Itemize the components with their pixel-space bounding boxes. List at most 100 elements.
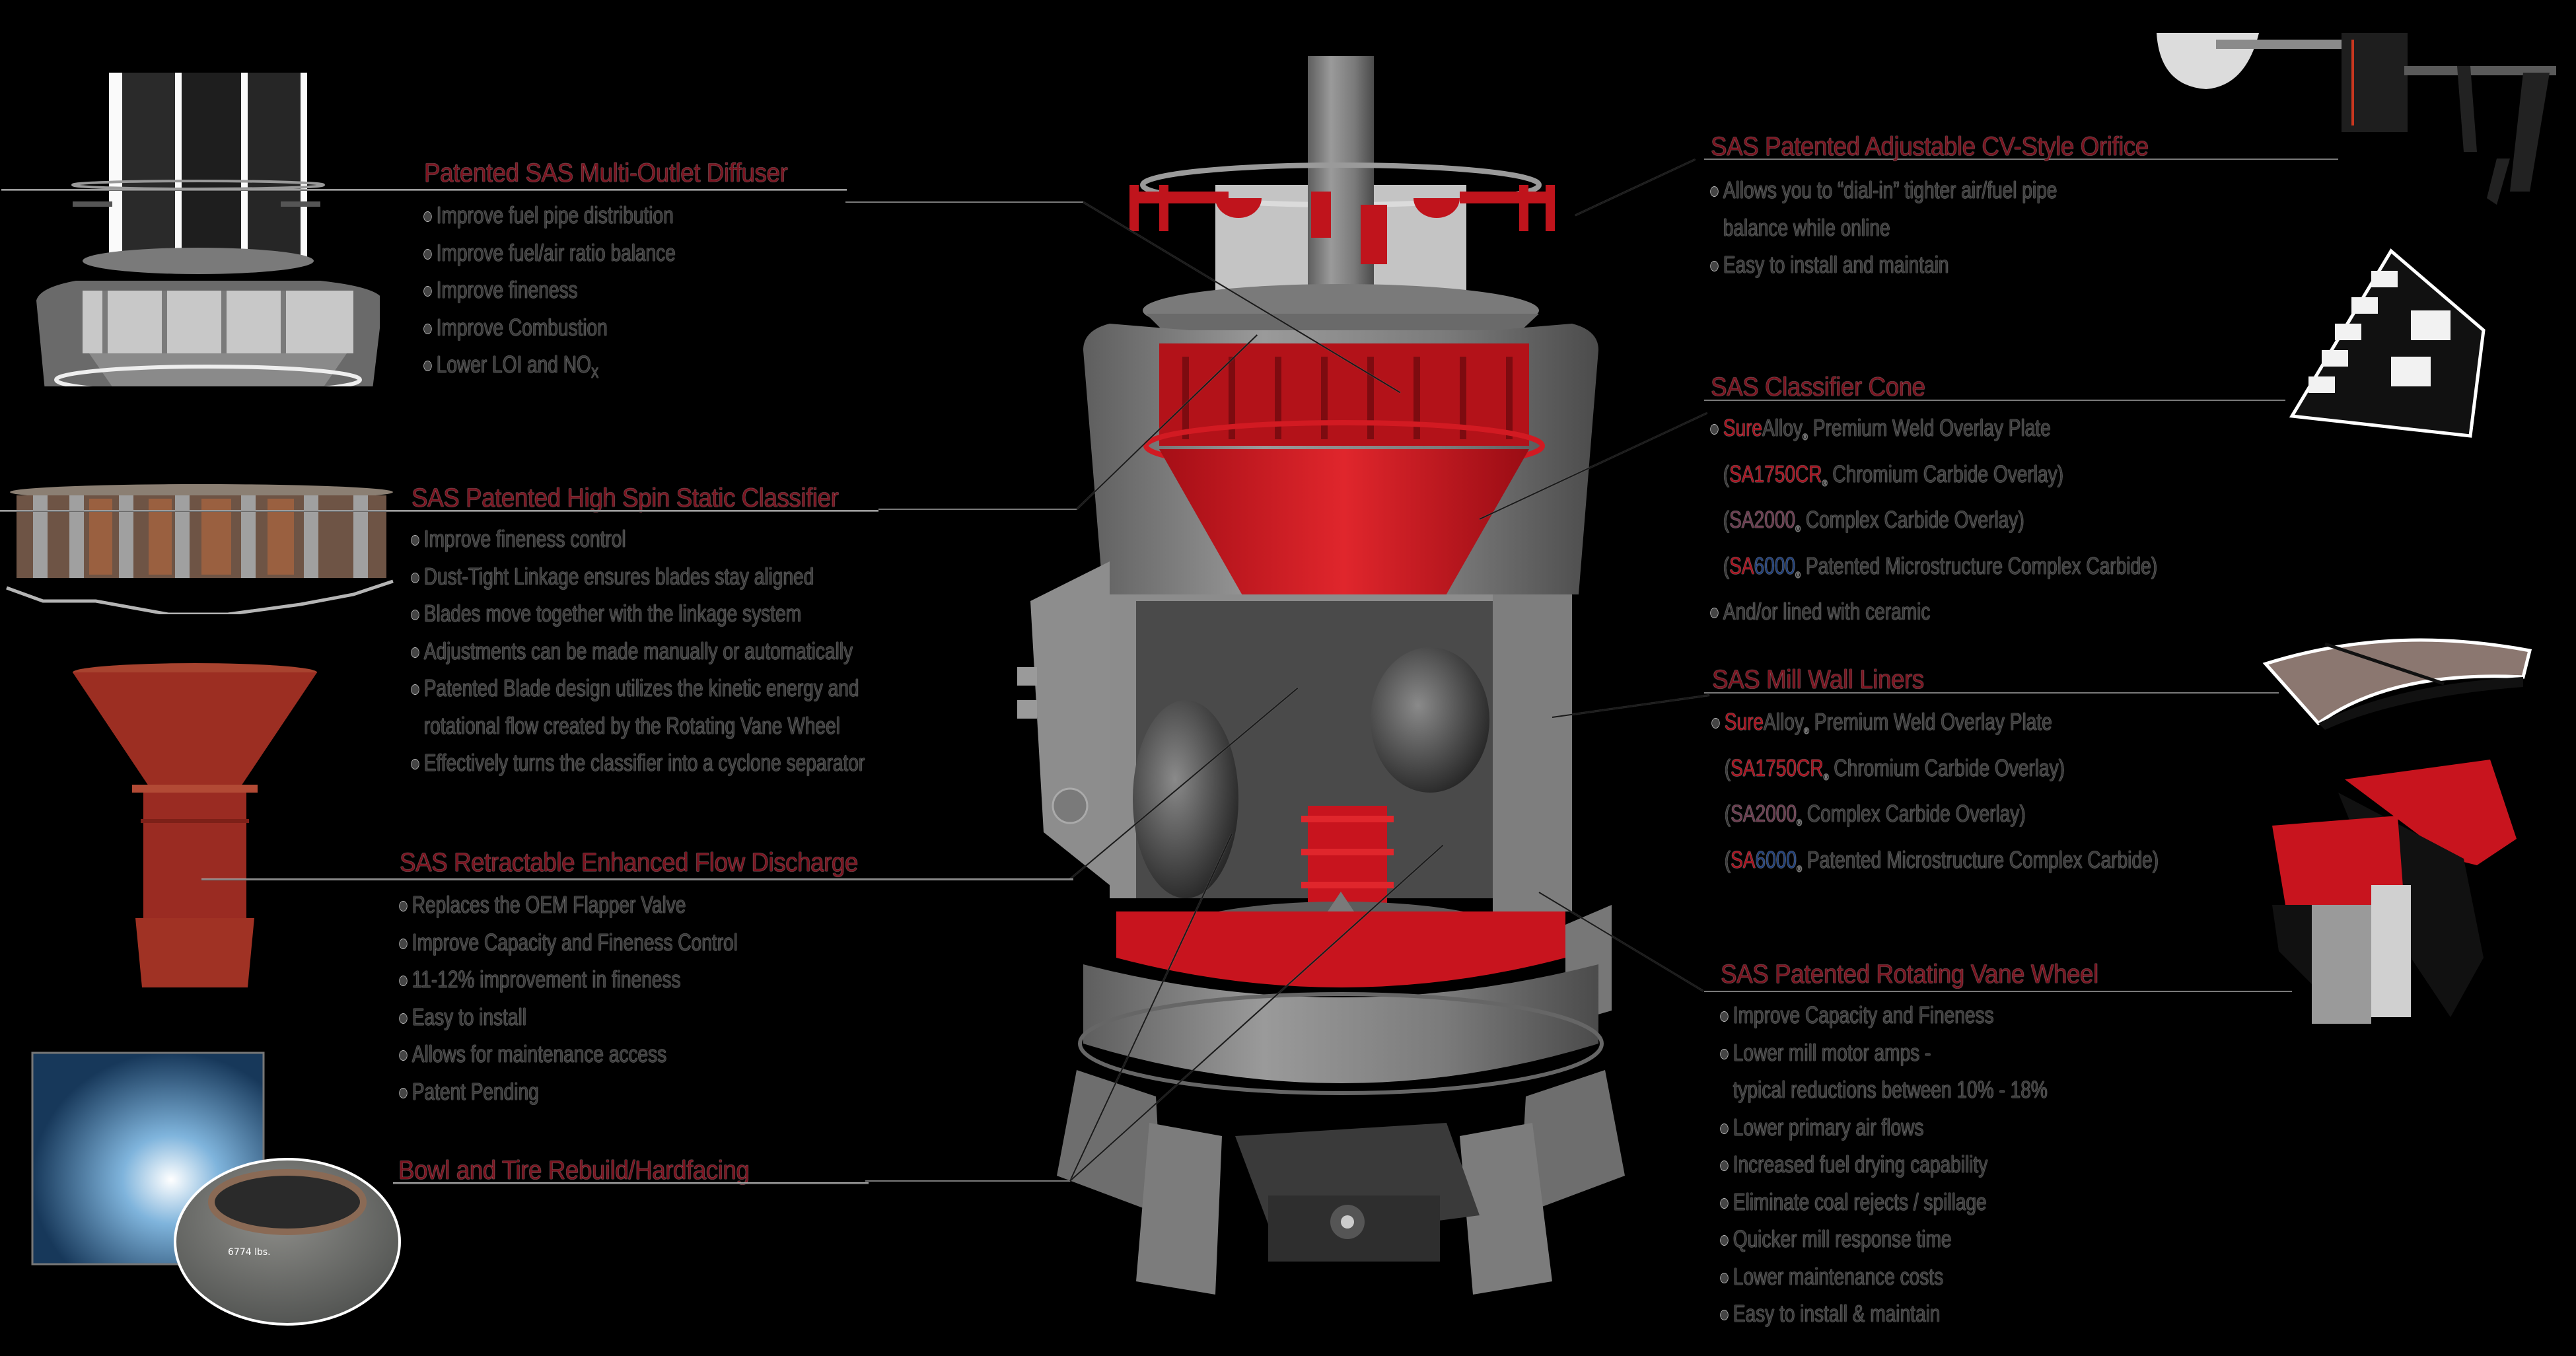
bullet-item: Lower LOI and NOX xyxy=(424,346,733,392)
material-sa1750cr: (SA1750CR® Chromium Carbide Overlay) xyxy=(1723,460,2063,488)
bullet-dot-icon xyxy=(1721,1124,1728,1133)
bullet-continuation: balance while online xyxy=(1723,213,1890,241)
bullet-dot-icon xyxy=(1712,719,1719,729)
bullet-dot-icon xyxy=(411,647,419,657)
diffuser-underline xyxy=(1,189,847,191)
bullet-dot-icon xyxy=(400,939,407,948)
bowl-tire-thumbnail: 6774 lbs. xyxy=(30,1050,413,1328)
diffuser-callout: Patented SAS Multi-Outlet Diffuser Impro… xyxy=(1,156,847,392)
bullet-continuation: typical reductions between 10% - 18% xyxy=(1733,1076,2048,1103)
bowl-tire-title: Bowl and Tire Rebuild/Hardfacing xyxy=(398,1156,750,1185)
mill-cutaway-illustration xyxy=(1017,53,1731,1308)
bullet-dot-icon xyxy=(1711,262,1718,271)
classifier-bullets: Improve fineness control Dust-Tight Link… xyxy=(411,520,993,782)
bullet-item: And/or lined with ceramic xyxy=(1711,593,2157,631)
bullet-dot-icon xyxy=(1711,608,1718,618)
classifier-underline xyxy=(0,510,878,512)
bowl-tire-underline xyxy=(393,1182,869,1184)
discharge-title: SAS Retractable Enhanced Flow Discharge xyxy=(400,848,858,877)
bullet-dot-icon xyxy=(400,1088,407,1098)
bullet-item: Improve Combustion xyxy=(424,309,733,347)
material-sa6000: (SA6000® Patented Microstructure Complex… xyxy=(1723,552,2158,580)
diffuser-pointer-line xyxy=(845,201,1083,203)
bullet-item: Adjustments can be made manually or auto… xyxy=(411,633,865,670)
orifice-thumbnail xyxy=(2153,26,2576,205)
bullet-dot-icon xyxy=(411,760,419,769)
liners-pointer-line xyxy=(1704,692,2279,694)
bullet-item: Easy to install xyxy=(400,999,788,1036)
classifier-cone-bullets: SureAlloy® Premium Weld Overlay Plate (S… xyxy=(1711,410,2283,631)
bullet-item: Dust-Tight Linkage ensures blades stay a… xyxy=(411,558,865,596)
bullet-item: Easy to install & maintain xyxy=(1721,1295,2048,1333)
vane-wheel-pointer-line xyxy=(1704,991,2292,992)
orifice-callout: SAS Patented Adjustable CV-Style Orifice… xyxy=(1711,129,2186,284)
bullet-dot-icon xyxy=(1721,1049,1728,1059)
bullet-item: Improve fineness control xyxy=(411,520,865,558)
bullet-dot-icon xyxy=(1721,1012,1728,1022)
classifier-callout: SAS Patented High Spin Static Classifier… xyxy=(0,481,993,782)
classifier-pointer-line xyxy=(878,509,1077,510)
material-sa6000: (SA6000® Patented Microstructure Complex… xyxy=(1724,845,2159,874)
bowl-tire-callout: Bowl and Tire Rebuild/Hardfacing xyxy=(393,1153,869,1188)
bullet-dot-icon xyxy=(400,1051,407,1061)
diffuser-title: Patented SAS Multi-Outlet Diffuser xyxy=(424,159,788,188)
bullet-dot-icon xyxy=(411,685,419,695)
bullet-item: 11-12% improvement in fineness xyxy=(400,961,788,999)
bullet-item: SureAlloy® Premium Weld Overlay Plate xyxy=(1712,703,2159,750)
bullet-item: Replaces the OEM Flapper Valve xyxy=(400,886,788,924)
bowl-pointer-line xyxy=(865,1180,1070,1182)
classifier-title: SAS Patented High Spin Static Classifier xyxy=(411,483,839,513)
discharge-underline xyxy=(201,878,1073,880)
bullet-continuation: rotational flow created by the Rotating … xyxy=(423,711,840,739)
bullet-item: Easy to install and maintain xyxy=(1711,246,2082,284)
bullet-item: Increased fuel drying capability xyxy=(1721,1146,2048,1184)
bullet-item: Effectively turns the classifier into a … xyxy=(411,744,865,782)
bullet-item: Patented Blade design utilizes the kinet… xyxy=(411,670,865,707)
bullet-dot-icon xyxy=(424,324,431,334)
bullet-dot-icon xyxy=(400,976,407,986)
bullet-dot-icon xyxy=(1721,1310,1728,1320)
rotating-vane-wheel-callout: SAS Patented Rotating Vane Wheel Improve… xyxy=(1721,957,2139,1333)
bullet-item: Allows you to “dial-in” tighter air/fuel… xyxy=(1711,172,2082,209)
bullet-item: Patent Pending xyxy=(400,1073,788,1111)
discharge-bullets: Replaces the OEM Flapper Valve Improve C… xyxy=(400,886,898,1110)
bullet-dot-icon xyxy=(1711,187,1718,197)
bullet-dot-icon xyxy=(411,610,419,620)
bullet-dot-icon xyxy=(424,212,431,222)
bullet-item: Improve fineness xyxy=(424,271,733,309)
bullet-dot-icon xyxy=(1721,1236,1728,1246)
bullet-item: SureAlloy® Premium Weld Overlay Plate xyxy=(1711,410,2157,456)
material-sa2000: (SA2000® Complex Carbide Overlay) xyxy=(1723,506,2024,534)
material-sa1750cr: (SA1750CR® Chromium Carbide Overlay) xyxy=(1724,754,2065,782)
discharge-thumbnail xyxy=(69,660,320,991)
tire-weight-marking: 6774 lbs. xyxy=(228,1247,271,1258)
bullet-item: Quicker mill response time xyxy=(1721,1221,2048,1258)
bullet-dot-icon xyxy=(400,902,407,911)
bullet-dot-icon xyxy=(1721,1161,1728,1171)
discharge-callout: SAS Retractable Enhanced Flow Discharge … xyxy=(201,845,1073,1110)
bullet-dot-icon xyxy=(411,573,419,583)
orifice-pointer-line xyxy=(1704,159,2338,160)
bullet-dot-icon xyxy=(411,536,419,546)
rotating-vane-wheel-bullets: Improve Capacity and Fineness Lower mill… xyxy=(1721,997,2139,1333)
diffuser-thumbnail xyxy=(10,69,380,386)
bullet-item: Improve Capacity and Fineness xyxy=(1721,997,2048,1034)
bullet-item: Lower mill motor amps - xyxy=(1721,1034,2048,1072)
material-sa2000: (SA2000® Complex Carbide Overlay) xyxy=(1724,800,2026,828)
classifier-cone-title: SAS Classifier Cone xyxy=(1711,373,1925,402)
mill-wall-liner-thumbnail xyxy=(2259,631,2536,730)
rotating-vane-wheel-title: SAS Patented Rotating Vane Wheel xyxy=(1721,960,2098,989)
bullet-dot-icon xyxy=(400,1013,407,1023)
bullet-dot-icon xyxy=(424,361,431,371)
orifice-bullets: Allows you to “dial-in” tighter air/fuel… xyxy=(1711,172,2186,284)
bullet-dot-icon xyxy=(424,287,431,297)
bullet-dot-icon xyxy=(424,249,431,259)
mill-wall-liners-callout: SAS Mill Wall Liners SureAlloy® Premium … xyxy=(1712,662,2285,887)
bullet-item: Lower primary air flows xyxy=(1721,1109,2048,1147)
bullet-item: Eliminate coal rejects / spillage xyxy=(1721,1184,2048,1221)
diffuser-bullets: Improve fuel pipe distribution Improve f… xyxy=(424,197,819,392)
bullet-dot-icon xyxy=(1711,425,1718,435)
bullet-item: Improve fuel pipe distribution xyxy=(424,197,733,234)
bullet-item: Allows for maintenance access xyxy=(400,1036,788,1073)
bullet-item: Lower maintenance costs xyxy=(1721,1258,2048,1296)
